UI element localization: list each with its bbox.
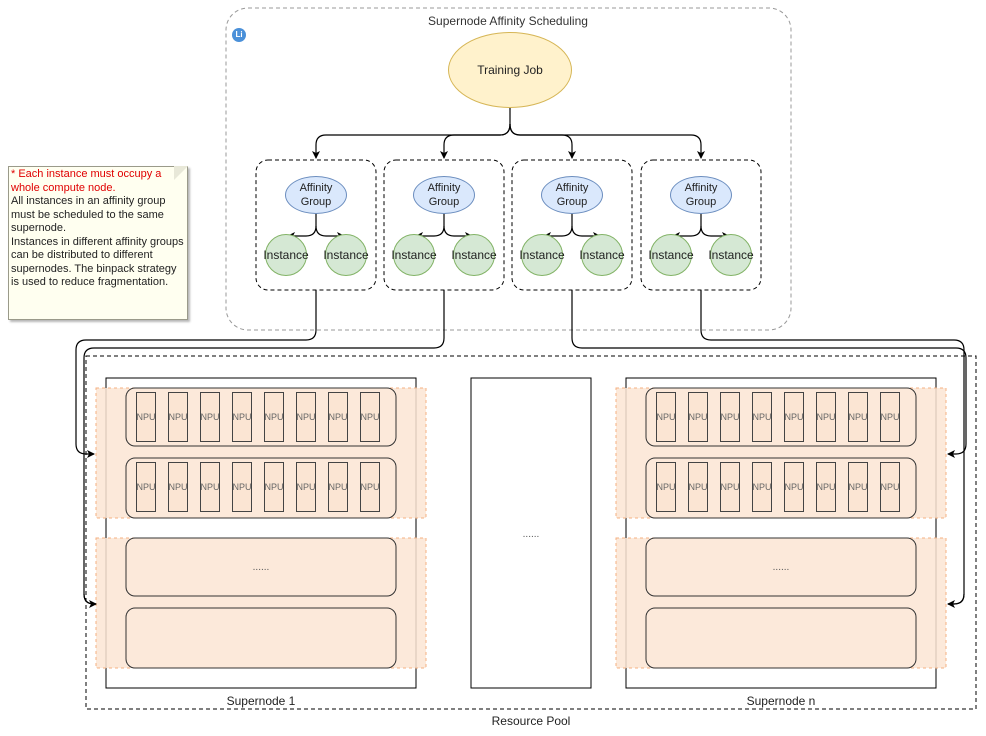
npu-chip: NPU <box>296 392 316 442</box>
resource-pool-container <box>85 355 977 710</box>
instance-connectors <box>287 213 730 240</box>
schedule-connectors <box>75 290 967 608</box>
npu-chip: NPU <box>688 392 708 442</box>
npu-chip: NPU <box>720 392 740 442</box>
training-job-node: Training Job <box>448 32 572 108</box>
supernode-1-box <box>105 377 417 689</box>
npu-chip: NPU <box>656 392 676 442</box>
npu-chip: NPU <box>656 462 676 512</box>
npu-chip: NPU <box>752 462 772 512</box>
instance-2b: Instance <box>451 234 497 276</box>
npu-chip: NPU <box>232 392 252 442</box>
node-right-3 <box>645 537 917 597</box>
npu-chip: NPU <box>264 392 284 442</box>
npu-chip: NPU <box>848 392 868 442</box>
instance-1a: Instance <box>263 234 309 276</box>
instance-1b: Instance <box>323 234 369 276</box>
instance-3b: Instance <box>579 234 625 276</box>
left-node-ellipsis: ...... <box>252 562 270 573</box>
npu-chip: NPU <box>752 392 772 442</box>
npu-chip: NPU <box>816 462 836 512</box>
instance-2a: Instance <box>391 234 437 276</box>
npu-chip: NPU <box>264 462 284 512</box>
npu-chip: NPU <box>200 392 220 442</box>
npu-chip: NPU <box>784 462 804 512</box>
npu-chip: NPU <box>136 462 156 512</box>
npu-chip: NPU <box>720 462 740 512</box>
note-box: * Each instance must occupy a whole comp… <box>8 166 188 320</box>
npu-chip: NPU <box>880 392 900 442</box>
right-node-ellipsis: ...... <box>772 562 790 573</box>
middle-supernode-ellipsis: ...... <box>522 529 540 540</box>
npu-chip: NPU <box>848 462 868 512</box>
supernode-1-label: Supernode 1 <box>226 694 296 708</box>
affinity-group-2: Affinity Group <box>413 176 475 214</box>
npu-chip: NPU <box>688 462 708 512</box>
instance-4a: Instance <box>648 234 694 276</box>
instance-3a: Instance <box>519 234 565 276</box>
node-left-4 <box>125 607 397 669</box>
supernode-n-label: Supernode n <box>746 694 816 708</box>
note-highlight: * Each instance must occupy a whole comp… <box>11 168 162 194</box>
app-logo-icon: Li <box>232 28 246 42</box>
supernode-n-box <box>625 377 937 689</box>
npu-chip: NPU <box>328 462 348 512</box>
npu-chip: NPU <box>784 392 804 442</box>
npu-chip: NPU <box>200 462 220 512</box>
npu-chip: NPU <box>168 392 188 442</box>
node-right-1 <box>645 387 917 447</box>
node-right-2 <box>645 457 917 519</box>
node-left-3 <box>125 537 397 597</box>
npu-chip: NPU <box>360 462 380 512</box>
instance-4b: Instance <box>708 234 754 276</box>
supernode-middle-box <box>470 377 592 689</box>
npu-chip: NPU <box>136 392 156 442</box>
note-body: All instances in an affinity group must … <box>11 195 184 288</box>
band-right-bottom <box>615 537 947 669</box>
node-left-2 <box>125 457 397 519</box>
node-left-1 <box>125 387 397 447</box>
note-fold-icon <box>174 166 188 180</box>
scheduling-container <box>225 7 792 331</box>
npu-chip: NPU <box>816 392 836 442</box>
npu-chip: NPU <box>880 462 900 512</box>
job-connectors <box>312 108 705 159</box>
resource-pool-label: Resource Pool <box>491 714 571 728</box>
node-right-4 <box>645 607 917 669</box>
npu-chip: NPU <box>296 462 316 512</box>
npu-chip: NPU <box>168 462 188 512</box>
npu-chip: NPU <box>232 462 252 512</box>
scheduling-title: Supernode Affinity Scheduling <box>428 14 588 28</box>
compute-nodes <box>125 387 917 669</box>
affinity-group-3: Affinity Group <box>541 176 603 214</box>
npu-chip: NPU <box>360 392 380 442</box>
band-left-bottom <box>95 537 427 669</box>
affinity-group-4: Affinity Group <box>670 176 732 214</box>
npu-chip: NPU <box>328 392 348 442</box>
affinity-group-1: Affinity Group <box>285 176 347 214</box>
